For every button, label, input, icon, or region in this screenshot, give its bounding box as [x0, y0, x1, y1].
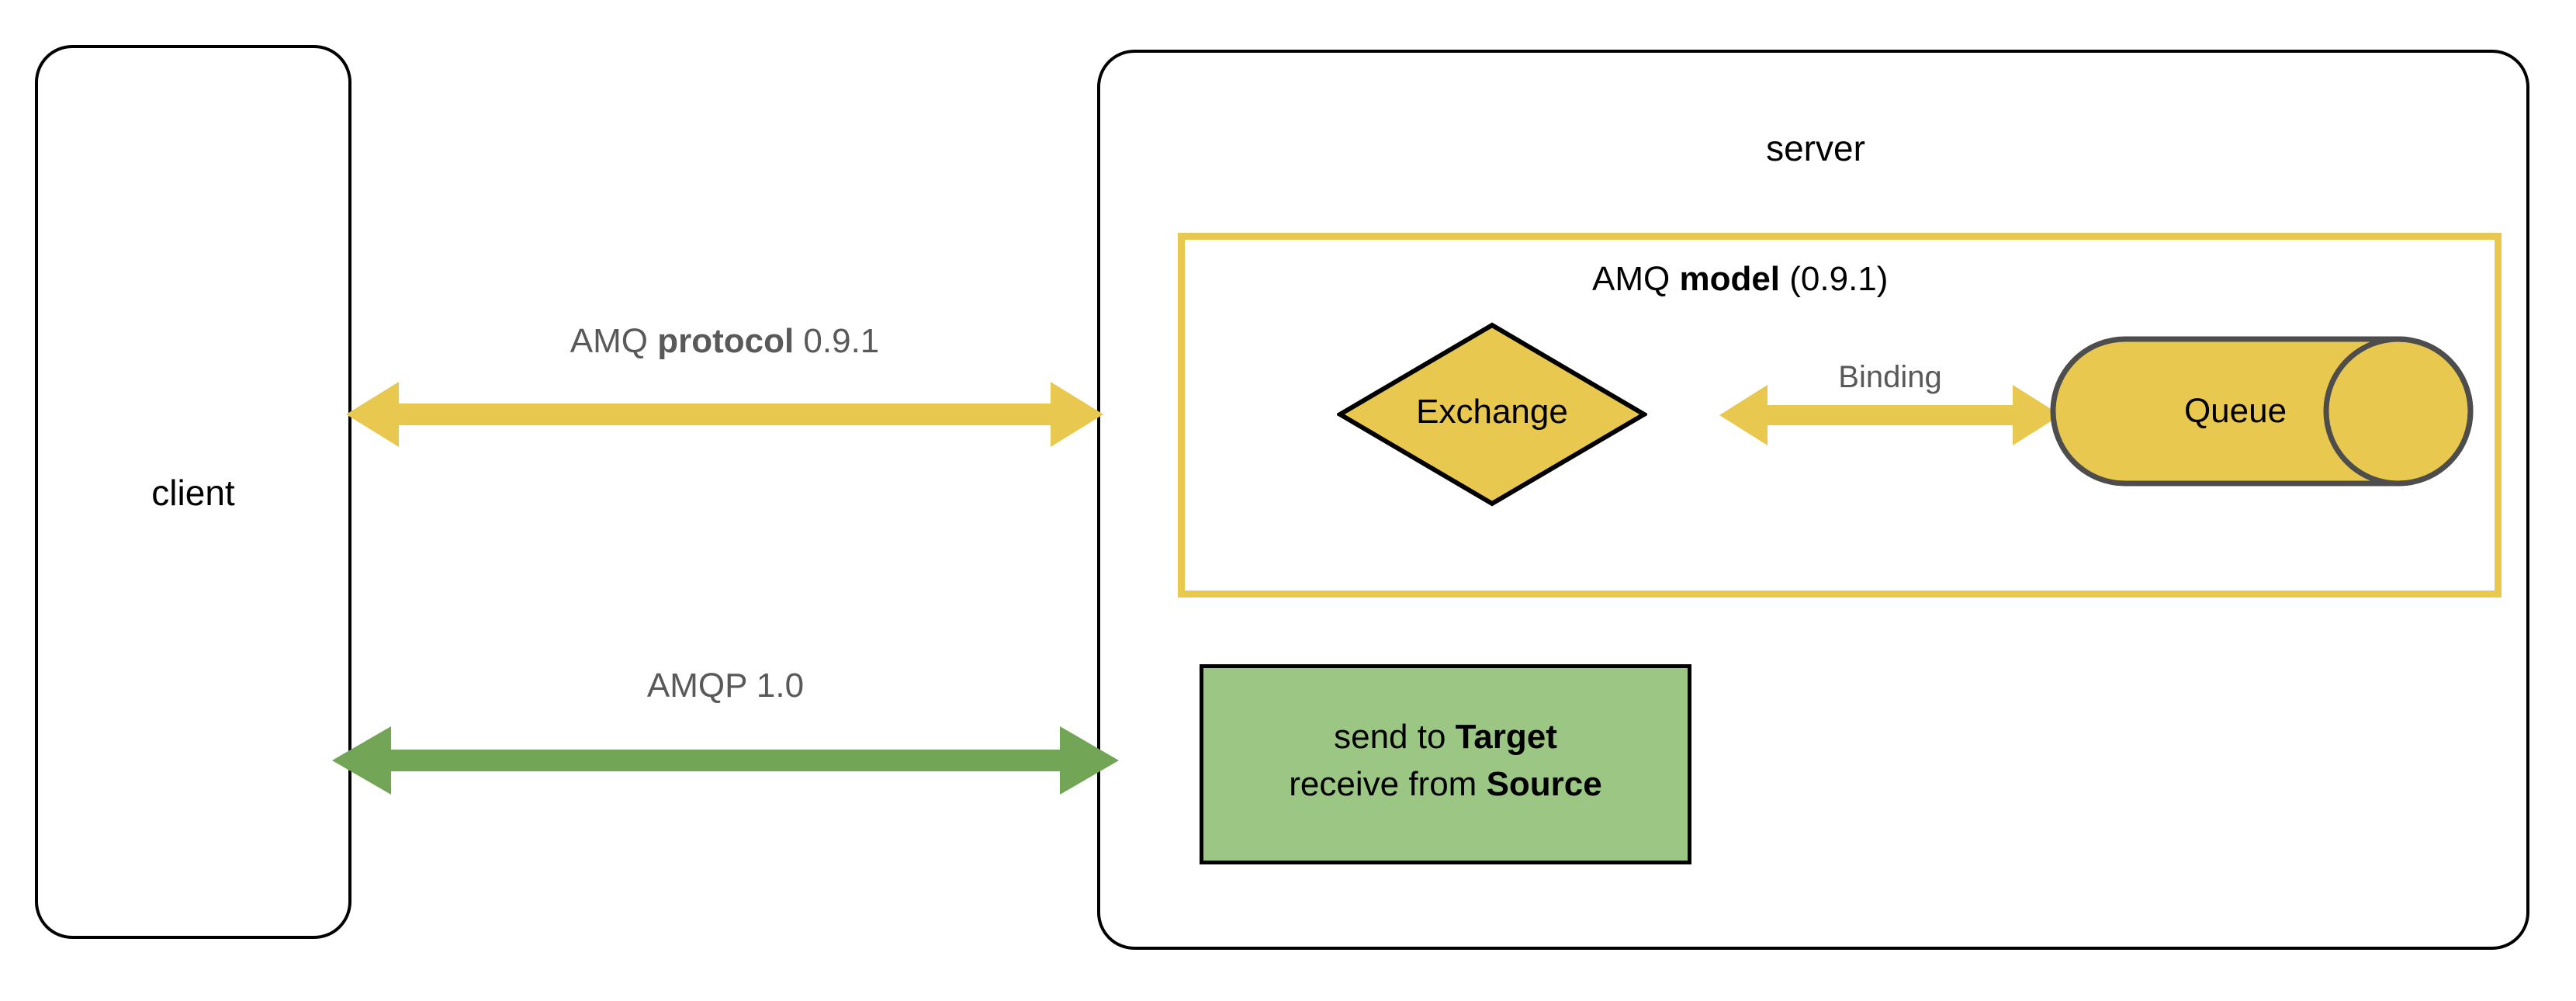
amq-protocol-arrow	[346, 382, 1103, 447]
amq-model-label-bold: model	[1679, 260, 1781, 298]
client-label: client	[151, 473, 235, 513]
amqp-note-line-1: send to Target	[1200, 714, 1691, 761]
amqp-note-line-2: receive from Source	[1200, 761, 1691, 809]
binding-arrow	[1719, 385, 2061, 445]
amqp-label: AMQP 1.0	[646, 667, 805, 705]
amq-protocol-label: AMQ protocol 0.9.1	[346, 324, 1103, 358]
client-container	[35, 45, 351, 939]
amq-protocol-label-suffix: 0.9.1	[794, 322, 880, 360]
amqp-note-line-2-bold: Source	[1486, 764, 1602, 803]
amqp-arrow	[332, 726, 1119, 795]
binding-label: Binding	[1838, 360, 1942, 394]
amq-model-label-suffix: (0.9.1)	[1780, 260, 1889, 298]
amqp-note-line-1-prefix: send to	[1334, 718, 1456, 756]
amqp-note-box	[1200, 664, 1691, 864]
amq-model-label: AMQ model (0.9.1)	[1592, 262, 2089, 296]
amq-model-group	[1178, 233, 2502, 597]
queue-node	[2050, 336, 2474, 487]
amqp-note-line-1-bold: Target	[1455, 718, 1557, 756]
exchange-label: Exchange	[1416, 393, 1568, 431]
amq-protocol-label-prefix: AMQ	[570, 322, 658, 360]
exchange-node	[1337, 322, 1647, 507]
amqp-note-line-2-prefix: receive from	[1289, 764, 1487, 803]
server-label: server	[1766, 128, 1865, 168]
queue-label: Queue	[2183, 392, 2287, 430]
amq-model-label-prefix: AMQ	[1592, 260, 1680, 298]
amqp-note-text: send to Target receive from Source	[1200, 714, 1691, 808]
amq-protocol-label-bold: protocol	[657, 322, 795, 360]
